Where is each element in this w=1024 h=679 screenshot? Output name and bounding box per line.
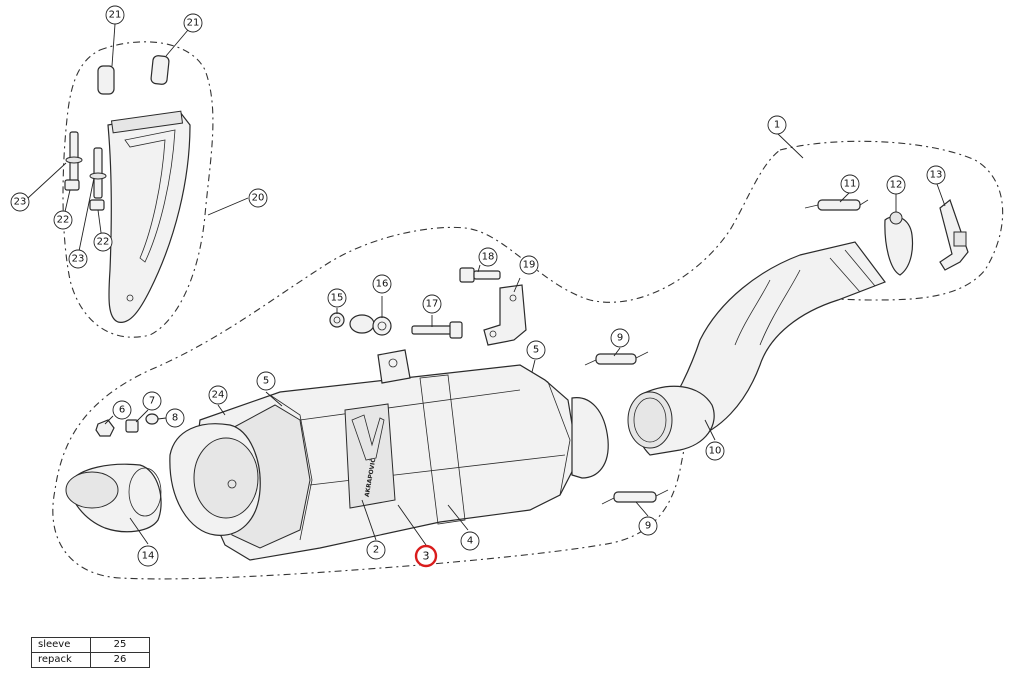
callout-19: 19 <box>519 255 539 275</box>
callout-10: 10 <box>705 441 725 461</box>
svg-text:1: 1 <box>774 120 780 131</box>
leader-lines <box>27 23 946 546</box>
callout-22: 22 <box>53 210 73 230</box>
mount-bracket-part <box>483 284 527 346</box>
svg-text:18: 18 <box>482 252 495 263</box>
callout-9: 9 <box>638 516 658 536</box>
svg-text:9: 9 <box>645 521 651 532</box>
svg-text:22: 22 <box>97 237 110 248</box>
callout-18: 18 <box>478 247 498 267</box>
callout-14: 14 <box>137 545 159 567</box>
bolt-part <box>411 321 463 339</box>
svg-text:14: 14 <box>142 551 155 562</box>
link-pipe-part <box>627 385 715 456</box>
tailpipe-tip-part <box>65 463 162 533</box>
svg-text:10: 10 <box>709 446 722 457</box>
svg-text:2: 2 <box>373 545 379 556</box>
svg-text:19: 19 <box>523 260 536 271</box>
bolt-part <box>64 131 83 191</box>
callout-21: 21 <box>105 5 125 25</box>
callout-15: 15 <box>327 288 347 308</box>
spring-part <box>584 351 649 366</box>
callout-23: 23 <box>10 192 30 212</box>
svg-text:17: 17 <box>426 299 439 310</box>
svg-text:15: 15 <box>331 293 344 304</box>
bracket-part <box>107 110 191 323</box>
svg-text:21: 21 <box>109 10 122 21</box>
legend-table: sleeve 25 repack 26 <box>31 637 150 668</box>
legend-label: sleeve <box>31 637 91 653</box>
clamp-part <box>884 211 914 276</box>
callout-5: 5 <box>526 340 546 360</box>
callout-22: 22 <box>93 232 113 252</box>
spacer-part <box>150 55 170 85</box>
legend-label: repack <box>31 652 91 668</box>
callout-13: 13 <box>926 165 946 185</box>
callout-9: 9 <box>610 328 630 348</box>
callout-6: 6 <box>112 400 132 420</box>
legend-row-repack: repack 26 <box>31 652 150 668</box>
svg-text:16: 16 <box>376 279 389 290</box>
legend-value: 25 <box>90 637 150 653</box>
svg-text:20: 20 <box>252 193 265 204</box>
callout-7: 7 <box>142 391 162 411</box>
svg-text:23: 23 <box>14 197 27 208</box>
callout-1: 1 <box>767 115 787 135</box>
svg-text:5: 5 <box>533 345 539 356</box>
callout-20: 20 <box>248 188 268 208</box>
legend-row-sleeve: sleeve 25 <box>31 637 150 653</box>
silencer-part: AKRAPOVIČ <box>169 349 609 561</box>
svg-text:23: 23 <box>72 254 85 265</box>
washer-part <box>329 312 345 328</box>
svg-text:5: 5 <box>263 376 269 387</box>
svg-text:8: 8 <box>172 413 178 424</box>
washer-part <box>145 413 159 425</box>
nut-part <box>95 419 115 437</box>
svg-text:22: 22 <box>57 215 70 226</box>
callout-21: 21 <box>183 13 203 33</box>
svg-text:12: 12 <box>890 180 903 191</box>
svg-text:4: 4 <box>467 536 473 547</box>
svg-text:6: 6 <box>119 405 125 416</box>
callout-4: 4 <box>460 531 480 551</box>
bolt-part <box>125 419 139 433</box>
svg-text:7: 7 <box>149 396 155 407</box>
grommet-part <box>349 314 392 336</box>
callout-12: 12 <box>886 175 906 195</box>
callout-23: 23 <box>68 249 88 269</box>
hanger-part <box>939 199 969 271</box>
callout-16: 16 <box>372 274 392 294</box>
spacer-part <box>97 65 115 95</box>
svg-text:21: 21 <box>187 18 200 29</box>
callout-5: 5 <box>256 371 276 391</box>
svg-text:24: 24 <box>212 390 225 401</box>
legend-value: 26 <box>90 652 150 668</box>
callout-17: 17 <box>422 294 442 314</box>
spring-part <box>601 489 669 505</box>
callout-11: 11 <box>840 174 860 194</box>
callout-2: 2 <box>366 540 386 560</box>
spring-part <box>804 199 869 211</box>
callout-8: 8 <box>165 408 185 428</box>
callout-24: 24 <box>208 385 228 405</box>
svg-text:13: 13 <box>930 170 943 181</box>
bolt-part <box>459 267 501 283</box>
callout-3-highlighted: 3 <box>414 544 438 568</box>
bolt-part <box>89 147 107 211</box>
svg-text:9: 9 <box>617 333 623 344</box>
svg-text:11: 11 <box>844 179 857 190</box>
svg-text:3: 3 <box>423 550 430 563</box>
